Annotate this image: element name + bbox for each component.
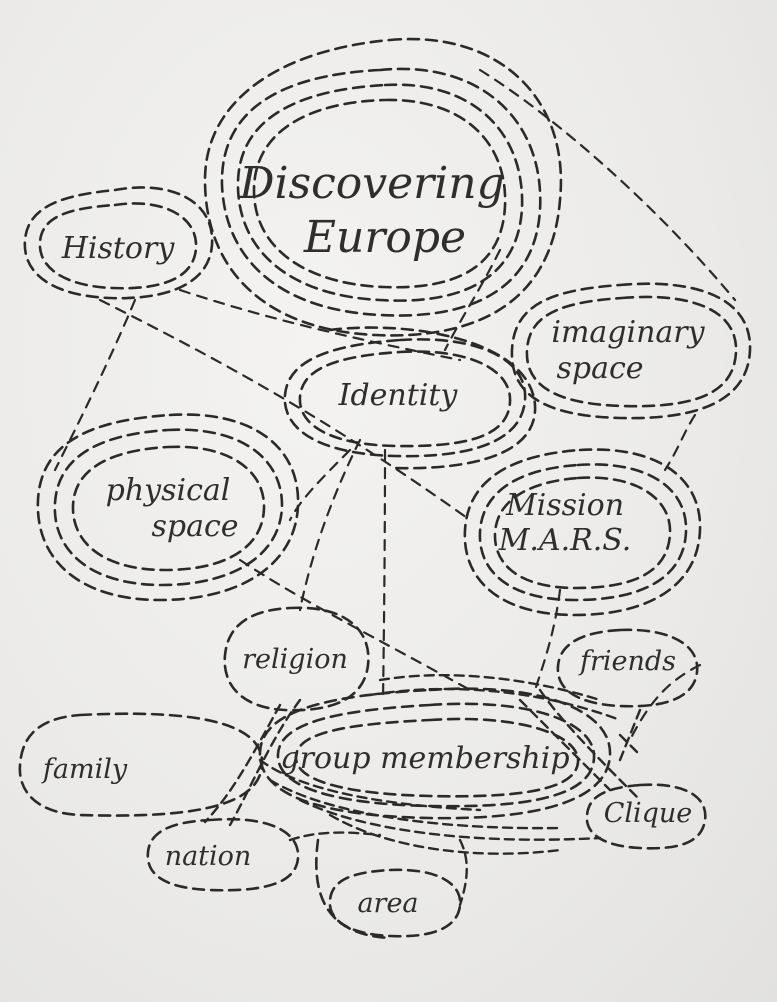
history-label: History	[61, 231, 176, 266]
node-nation: nation	[146, 817, 300, 892]
mission-line1: Mission	[505, 488, 624, 523]
mission-line2: M.A.R.S.	[498, 523, 632, 558]
node-physical-space: physical space	[36, 413, 300, 602]
europe-line1: Discovering	[238, 158, 505, 209]
connector-friends-group	[628, 663, 702, 742]
clique-label: Clique	[604, 798, 693, 829]
area-label: area	[357, 888, 418, 919]
imaginary-line1: imaginary	[551, 315, 705, 350]
connector-physical-group	[238, 558, 472, 692]
connector-history-identity	[178, 288, 462, 362]
node-area: area	[315, 838, 462, 940]
node-identity: Identity	[283, 326, 537, 470]
node-friends: friends	[556, 628, 699, 708]
friends-label: friends	[578, 646, 676, 677]
node-history: History	[23, 186, 214, 300]
node-religion: religion	[223, 606, 370, 712]
europe-line2: Europe	[303, 212, 466, 263]
connector-mission-group	[533, 588, 562, 692]
physical-line2: space	[151, 509, 238, 544]
connector-history-mission	[98, 298, 472, 522]
node-clique: Clique	[585, 783, 707, 850]
node-discovering-europe: Discovering Europe	[203, 37, 563, 337]
family-label: family	[41, 754, 128, 785]
connector-identity-group	[381, 448, 387, 702]
connectors	[53, 68, 737, 742]
religion-label: religion	[242, 644, 348, 675]
node-imaginary-space: imaginary space	[510, 282, 752, 420]
imaginary-line2: space	[556, 351, 643, 386]
node-mission-mars: Mission M.A.R.S.	[463, 448, 702, 617]
node-family: family	[18, 712, 264, 817]
identity-label: Identity	[338, 378, 459, 413]
group-membership-label: group membership	[280, 741, 569, 776]
connector-identity-group-2	[298, 438, 362, 612]
node-group-membership: group membership	[258, 687, 612, 820]
connector-history-physical	[53, 298, 137, 472]
physical-line1: physical	[106, 473, 231, 508]
connector-imaginary-mission	[663, 413, 697, 472]
group-cross-lines	[203, 673, 642, 907]
connector-europe-imaginary	[478, 68, 737, 302]
nation-label: nation	[165, 841, 252, 872]
connector-europe-identity	[443, 248, 502, 352]
connector-identity-physical	[288, 448, 352, 522]
